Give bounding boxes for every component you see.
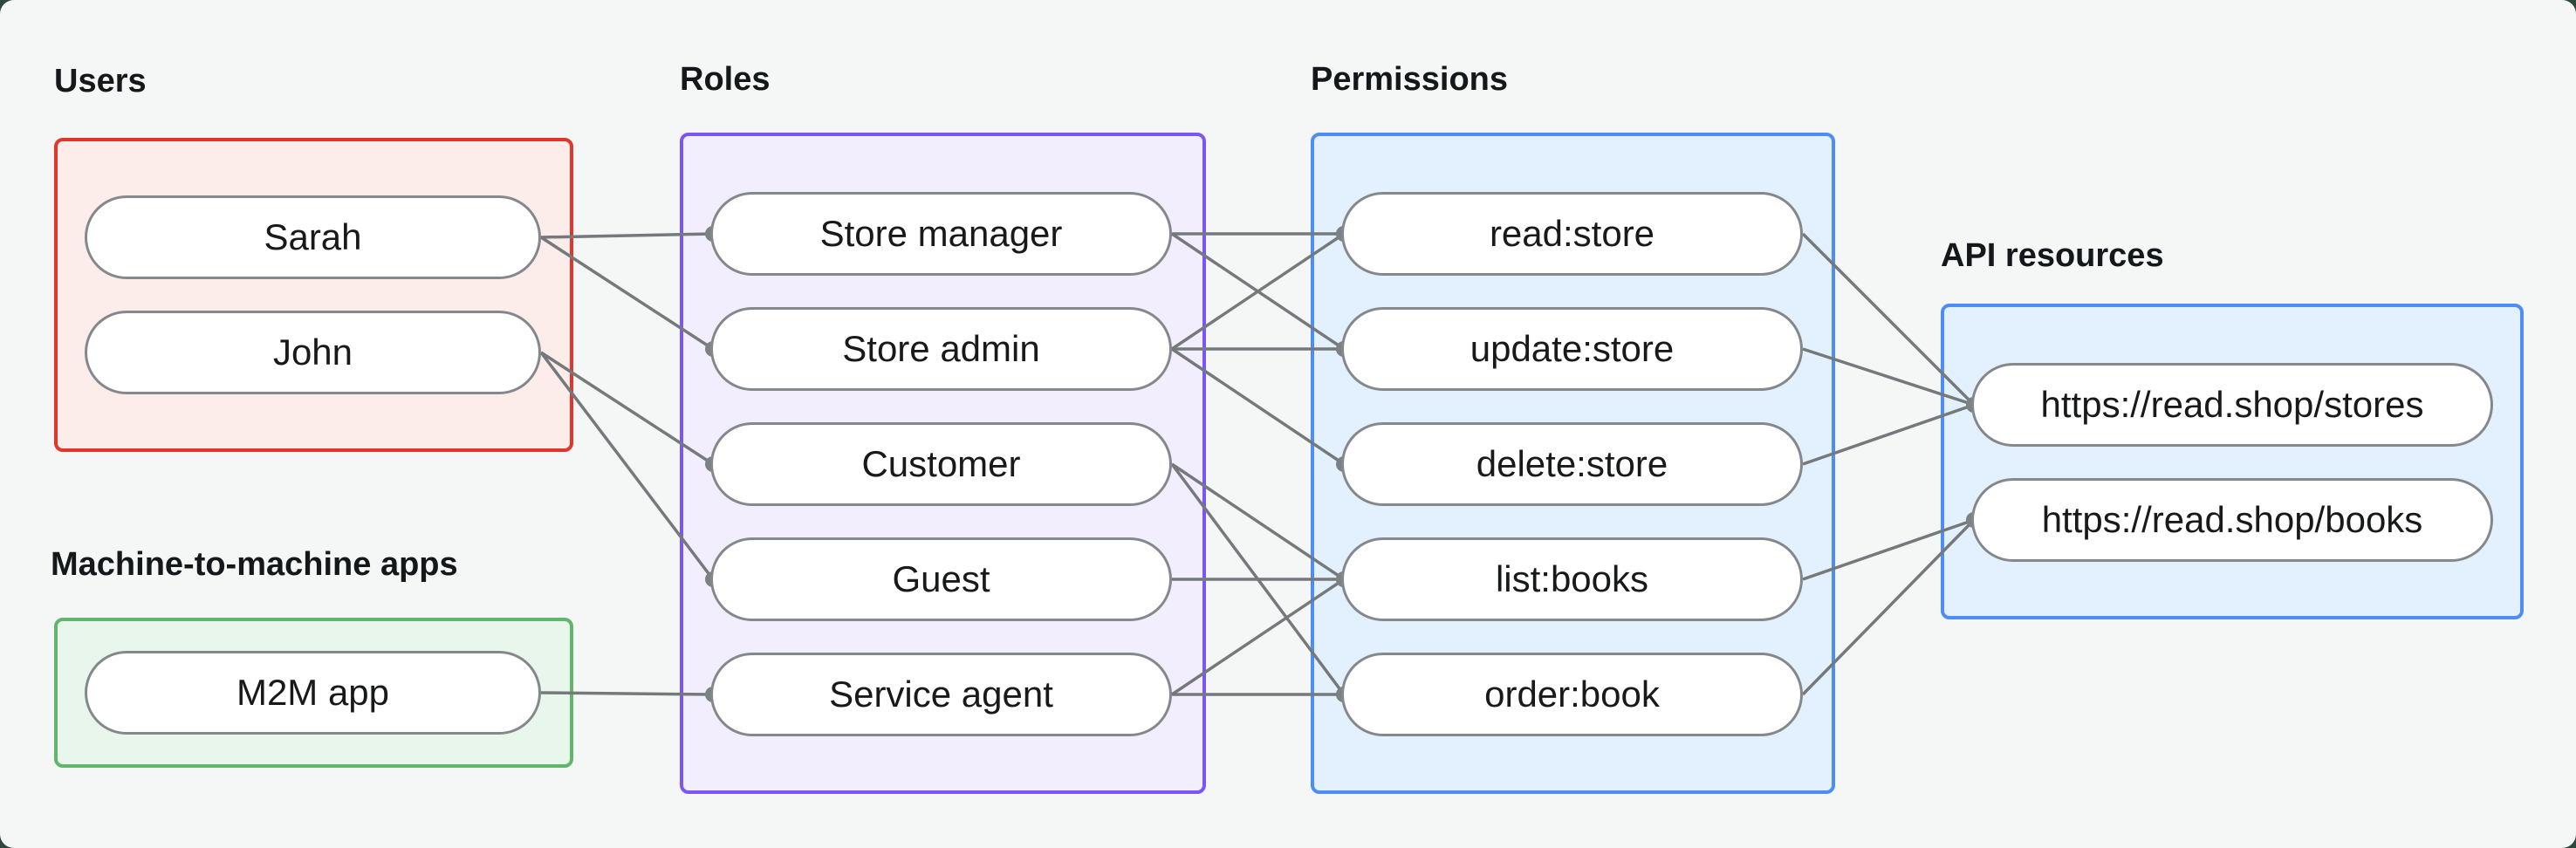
node-read_store: read:store [1341,192,1803,276]
node-store_admin: Store admin [710,307,1172,391]
group-box-users [54,138,573,452]
node-customer: Customer [710,422,1172,506]
node-m2m_app: M2M app [85,651,541,735]
node-delete_store: delete:store [1341,422,1803,506]
node-guest: Guest [710,537,1172,621]
node-update_store: update:store [1341,307,1803,391]
node-service_agent: Service agent [710,653,1172,736]
node-store_manager: Store manager [710,192,1172,276]
node-list_books: list:books [1341,537,1803,621]
node-sarah: Sarah [85,195,541,279]
group-label-users: Users [54,63,147,99]
node-order_book: order:book [1341,653,1803,736]
group-label-api: API resources [1941,237,2164,274]
node-john: John [85,311,541,394]
group-box-api [1941,304,2524,619]
group-label-permissions: Permissions [1311,61,1508,98]
node-books_api: https://read.shop/books [1971,478,2493,562]
node-stores_api: https://read.shop/stores [1971,363,2493,447]
group-label-m2m: Machine-to-machine apps [51,546,458,583]
group-label-roles: Roles [680,61,771,98]
